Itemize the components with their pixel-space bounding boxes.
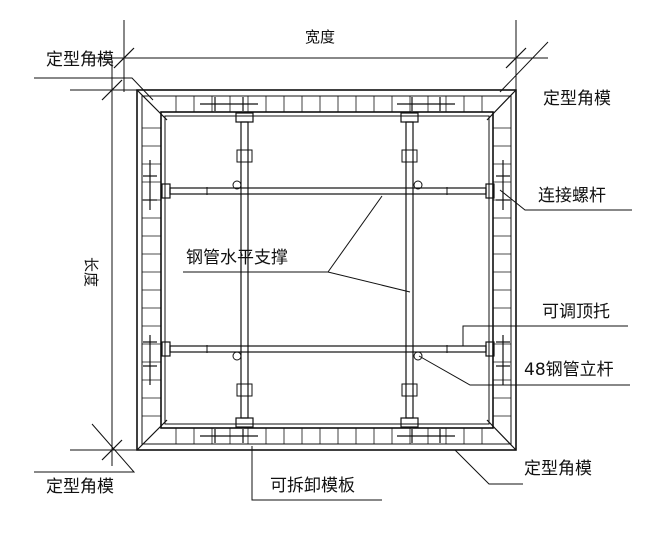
removable-formwork-label: 可拆卸模板: [270, 476, 355, 496]
horizontal-brace-label: 钢管水平支撑: [186, 248, 288, 268]
connecting-bolt-label: 连接螺杆: [538, 186, 606, 206]
length-dimension: 长度: [70, 60, 148, 466]
corner-form-label-bottom-left: 定型角模: [46, 477, 114, 497]
corner-form-label-top-left: 定型角模: [46, 50, 114, 70]
leader-lines: [34, 41, 632, 501]
corner-form-label-bottom-right: 定型角模: [524, 459, 592, 479]
width-dimension: 宽度: [92, 20, 548, 92]
width-label: 宽度: [305, 28, 335, 46]
connecting-bolts: [143, 97, 510, 443]
annotation-labels: 定型角模 定型角模 定型角模 定型角模 连接螺杆 钢管水平支撑 可调顶托 48钢…: [46, 50, 614, 497]
adjustable-top-supports: [161, 112, 495, 428]
steel-tube-post-label: 48钢管立杆: [524, 360, 614, 380]
horizontal-braces: [169, 180, 487, 361]
formwork-ribs: [142, 96, 511, 444]
corner-forms: [136, 89, 517, 451]
formwork-frame: [136, 89, 517, 451]
steel-tube-posts: [236, 121, 418, 419]
length-label: 长度: [82, 257, 100, 287]
corner-form-label-top-right: 定型角模: [543, 89, 611, 109]
adjustable-top-support-label: 可调顶托: [542, 302, 610, 322]
